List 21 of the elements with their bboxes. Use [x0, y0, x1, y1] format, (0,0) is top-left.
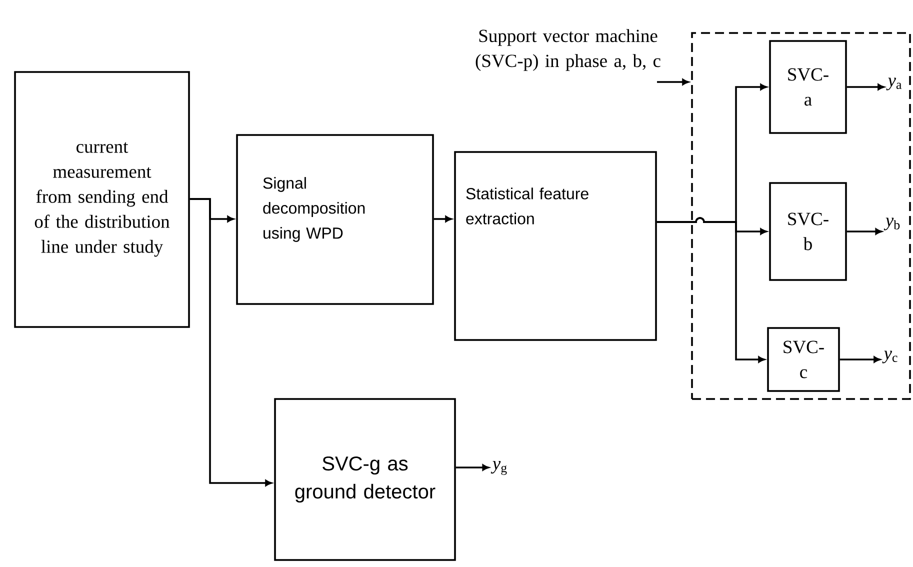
- process-box: SVC- a: [769, 40, 847, 134]
- arrow: [656, 217, 765, 363]
- process-box: Signal decomposition using WPD: [236, 134, 434, 305]
- output-label: y$_{c}$: [882, 350, 898, 364]
- arrow: [657, 78, 689, 86]
- annotation-text: Support vector machine (SVC-p) in phase a, b, c: [476, 29, 660, 71]
- process-box: current measurement from sending end of the distribution line under study: [14, 71, 190, 328]
- output-label: y$_{g}$: [490, 461, 507, 475]
- output-label: y$_{a}$: [886, 78, 902, 90]
- process-box: Statistical feature extraction: [454, 151, 657, 341]
- process-box: SVC- c: [767, 327, 840, 392]
- arrow: [846, 228, 882, 235]
- arrow: [846, 84, 884, 90]
- process-box: SVC-g as ground detector: [274, 398, 456, 561]
- arrow: [456, 464, 489, 471]
- output-label: y$_{b}$: [884, 218, 900, 230]
- dashed-group-box: [691, 32, 911, 400]
- arrow: [190, 198, 272, 486]
- process-box: SVC- b: [769, 182, 847, 281]
- arrow: [434, 216, 452, 222]
- arrow: [840, 356, 880, 363]
